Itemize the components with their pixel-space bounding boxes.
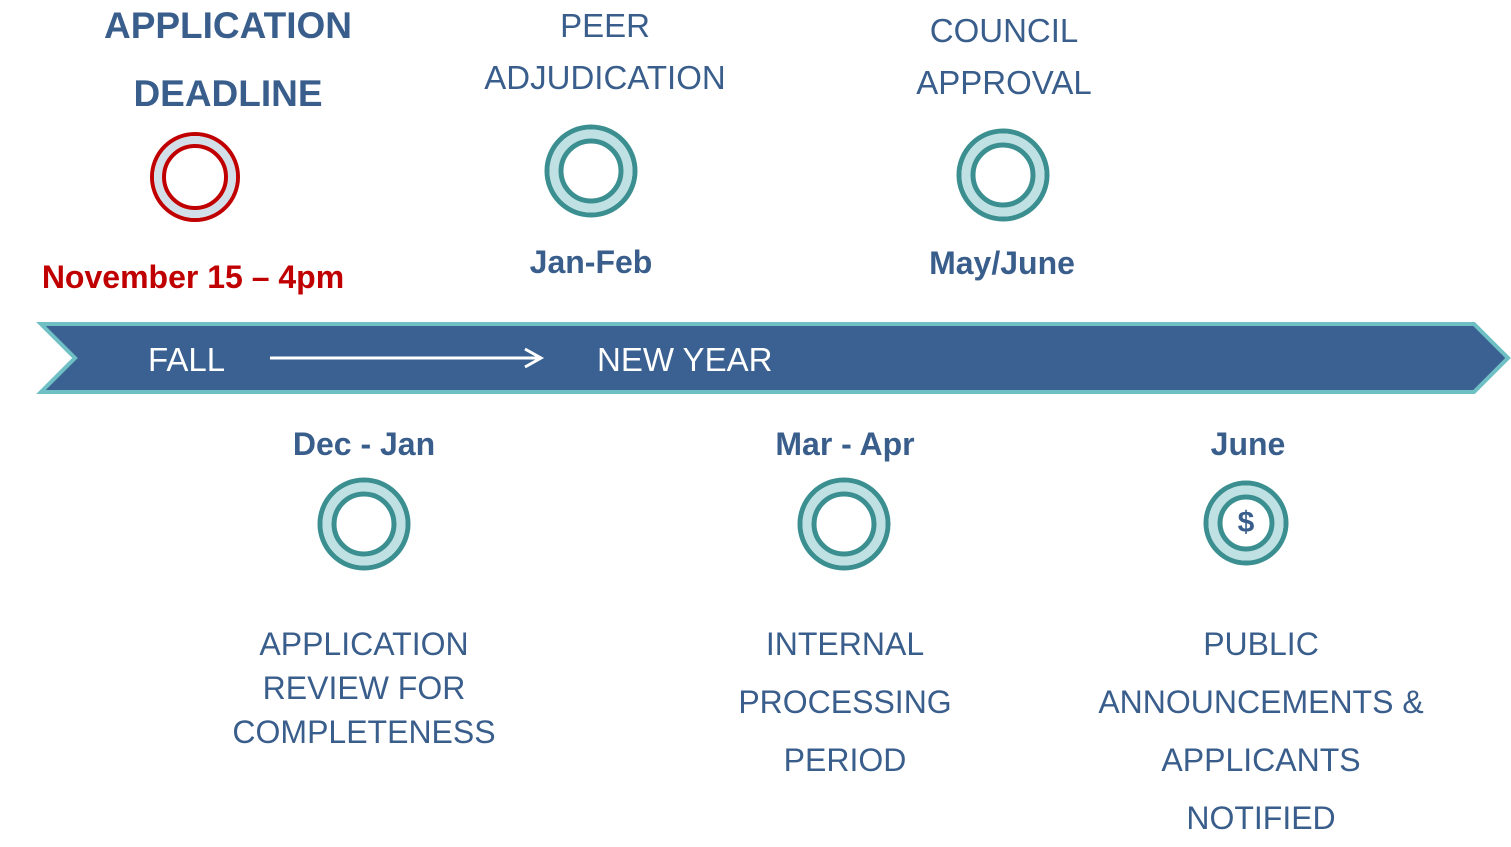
title-line: COUNCIL: [929, 12, 1079, 49]
timeline-band: [36, 322, 1511, 394]
milestone-description: APPLICATION REVIEW FOR COMPLETENESS: [214, 622, 514, 754]
desc-line: REVIEW FOR: [262, 670, 466, 706]
milestone-date: Mar - Apr: [775, 426, 915, 462]
title-line: APPLICATION: [103, 5, 353, 46]
title-line: PEER: [560, 7, 650, 44]
deadline-date: November 15 – 4pm: [41, 259, 345, 295]
milestone-circle-icon: [797, 477, 891, 571]
arrow-right-icon: [524, 347, 545, 369]
desc-line: COMPLETENESS: [232, 714, 496, 750]
milestone-date: May/June: [929, 245, 1075, 281]
title-line: DEADLINE: [133, 73, 323, 114]
desc-line: APPLICATION: [259, 626, 469, 662]
milestone-date: Dec - Jan: [292, 426, 436, 462]
milestone-date: Jan-Feb: [529, 244, 653, 280]
milestone-date: June: [1210, 426, 1286, 462]
milestone-title-peer-adjudication: PEER ADJUDICATION: [455, 0, 755, 104]
dollar-sign: $: [1237, 506, 1255, 539]
milestone-circle-icon: [956, 128, 1050, 222]
milestone-circle-icon: [544, 124, 638, 218]
desc-line: PUBLIC: [1203, 626, 1319, 662]
band-label-new-year: NEW YEAR: [597, 341, 773, 378]
title-line: ADJUDICATION: [484, 59, 726, 96]
desc-line: NOTIFIED: [1186, 800, 1336, 836]
dollar-circle-icon: $: [1201, 478, 1291, 568]
milestone-title-application-deadline: APPLICATION DEADLINE: [78, 2, 378, 118]
title-line: APPROVAL: [916, 64, 1092, 101]
milestone-description: INTERNAL PROCESSING PERIOD: [695, 615, 995, 789]
desc-line: INTERNAL: [765, 626, 925, 662]
desc-line: APPLICANTS: [1161, 742, 1361, 778]
desc-line: PROCESSING: [738, 684, 952, 720]
milestone-circle-icon: [317, 477, 411, 571]
desc-line: PERIOD: [783, 742, 907, 778]
band-label-fall: FALL: [148, 341, 226, 378]
desc-line: ANNOUNCEMENTS &: [1098, 684, 1424, 720]
deadline-circle-icon: [150, 132, 240, 222]
milestone-title-council-approval: COUNCIL APPROVAL: [854, 5, 1154, 109]
milestone-description: PUBLIC ANNOUNCEMENTS & APPLICANTS NOTIFI…: [1041, 615, 1481, 847]
